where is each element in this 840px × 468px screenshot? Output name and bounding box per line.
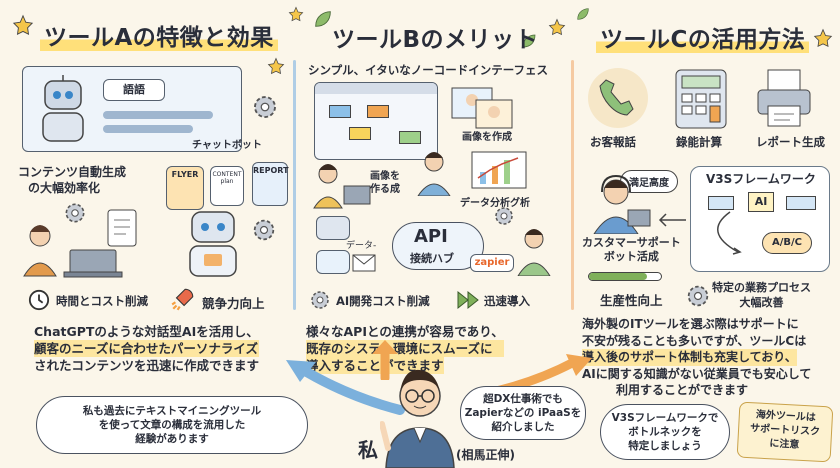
arrow-icon (717, 211, 742, 255)
section-b-subtitle: シンプル、イタいなノーコードインテーフェス (308, 63, 549, 77)
use-report-label: レポート生成 (756, 135, 825, 149)
api-hub-label: 接続ハブ (410, 252, 454, 265)
leaf-icon (315, 11, 331, 27)
benefit-time: 時間とコスト削減 (56, 294, 148, 308)
clock-icon (28, 289, 50, 311)
zapier-badge: zapier (470, 254, 514, 272)
arrow-icon (286, 360, 405, 415)
star-icon (12, 14, 34, 35)
section-b-description: 様々なAPIとの連携が容易であり、 既存のシステム環境にスムーズに 導入すること… (306, 324, 504, 374)
section-c-description: 海外製のITツールを選ぶ際はサポートに 不安が残ることも多いですが、ツールCは … (582, 317, 812, 397)
chat-bubble: 語語 (103, 79, 165, 101)
support-label: カスタマーサポート ボット活成 (582, 236, 681, 263)
image-create-label: 画像を作成 (462, 132, 512, 143)
block (349, 127, 371, 140)
gear-icon (311, 291, 329, 309)
productivity-label: 生産性向上 (600, 293, 663, 308)
block (367, 105, 389, 118)
photo-icon (451, 87, 513, 129)
headset-person-icon (593, 174, 651, 234)
star-icon (288, 6, 304, 22)
fast-forward-icon (457, 290, 479, 310)
person-laptop-icon (23, 225, 123, 278)
name-label: (相馬正伸) (456, 448, 515, 462)
image-box (316, 250, 350, 274)
me-label: 私 (358, 438, 378, 462)
block (329, 105, 351, 118)
satisfaction-bubble: 満足高度 (620, 170, 678, 193)
section-b-title: ツールBのメリット (332, 27, 539, 53)
framework-panel (690, 166, 830, 272)
section-a-description: ChatGPTのような対話型AIを活用し、 顧客のニーズに合わせたパーソナライズ… (34, 324, 260, 373)
leaf-icon (522, 34, 536, 48)
star-icon (813, 28, 833, 48)
use-calc-label: 錄能計算 (676, 135, 722, 149)
gear-icon (495, 207, 513, 225)
person-tablet-icon (417, 152, 451, 196)
gear-icon (65, 203, 85, 223)
content-label: コンテンツ自動生成 の大幅効率化 (18, 165, 127, 195)
benefit-compete: 競争力向上 (202, 296, 265, 311)
leaf-icon (577, 8, 589, 20)
presenter-icon (380, 369, 455, 468)
rocket-icon (171, 288, 194, 311)
api-hub-cloud (392, 222, 484, 270)
flyer-card: FLYER (166, 166, 204, 210)
nocode-window (314, 82, 438, 160)
framework-node (708, 196, 734, 210)
star-icon (548, 18, 566, 36)
process-label: 特定の業務プロセス 大幅改善 (712, 281, 811, 309)
api-label: API (414, 226, 448, 247)
section-c-title: ツールCの活用方法 (596, 20, 810, 54)
person-laptop-icon (313, 164, 371, 209)
block (399, 131, 421, 144)
data-analysis-label: データ分析グ析 (460, 198, 530, 209)
person-icon (517, 229, 551, 276)
productivity-bar (588, 272, 662, 281)
speech-bubble-left: 私も過去にテキストマイニングツール を使って文章の構成を流用した 経験があります (36, 396, 308, 454)
chatbot-screen: 語語 (22, 66, 242, 152)
gear-icon (253, 219, 275, 241)
section-a-title: ツールAの特徴と効果 (40, 18, 278, 52)
chatbot-label: チャットボット (192, 140, 262, 151)
chat-line (103, 111, 213, 119)
benefit-fast: 迅速導入 (484, 294, 530, 308)
divider-left (293, 60, 296, 310)
calculator-icon (675, 69, 727, 129)
framework-node (786, 196, 816, 210)
report-card: REPORT (252, 162, 289, 206)
image-create2-label: 画像を 作る成 (370, 171, 400, 195)
phone-icon (588, 68, 648, 128)
content-card: CONTENT plan (210, 166, 244, 206)
arrow-icon (372, 340, 398, 380)
divider-right (571, 60, 574, 310)
framework-title: V3Sフレームワーク (706, 172, 816, 186)
framework-abc-node: A/B/C (762, 232, 812, 254)
mail-icon (352, 254, 376, 272)
warning-card: 海外ツールは サポートリスク に注意 (736, 401, 834, 463)
framework-ai-node: AI (748, 192, 774, 212)
speech-bubble-right: V3Sフレームワークで ボトルネックを 特定しましょう (600, 404, 730, 460)
gear-icon (687, 285, 709, 307)
benefit-cost: AI開発コスト削減 (336, 294, 430, 308)
robot-icon (189, 211, 237, 277)
server-box (316, 216, 350, 240)
star-icon (267, 57, 285, 75)
speech-bubble-middle: 超DX仕事術でも Zapierなどの iPaaSを 紹介しました (460, 386, 586, 440)
chart-icon (471, 151, 527, 189)
robot-icon (42, 75, 84, 142)
use-call-label: お客報話 (590, 135, 636, 149)
document-icon (107, 209, 137, 247)
arrow-icon (658, 213, 686, 227)
printer-icon (757, 69, 811, 127)
gear-icon (254, 96, 276, 118)
chat-line (103, 125, 193, 133)
data-label: データ- (346, 241, 377, 251)
